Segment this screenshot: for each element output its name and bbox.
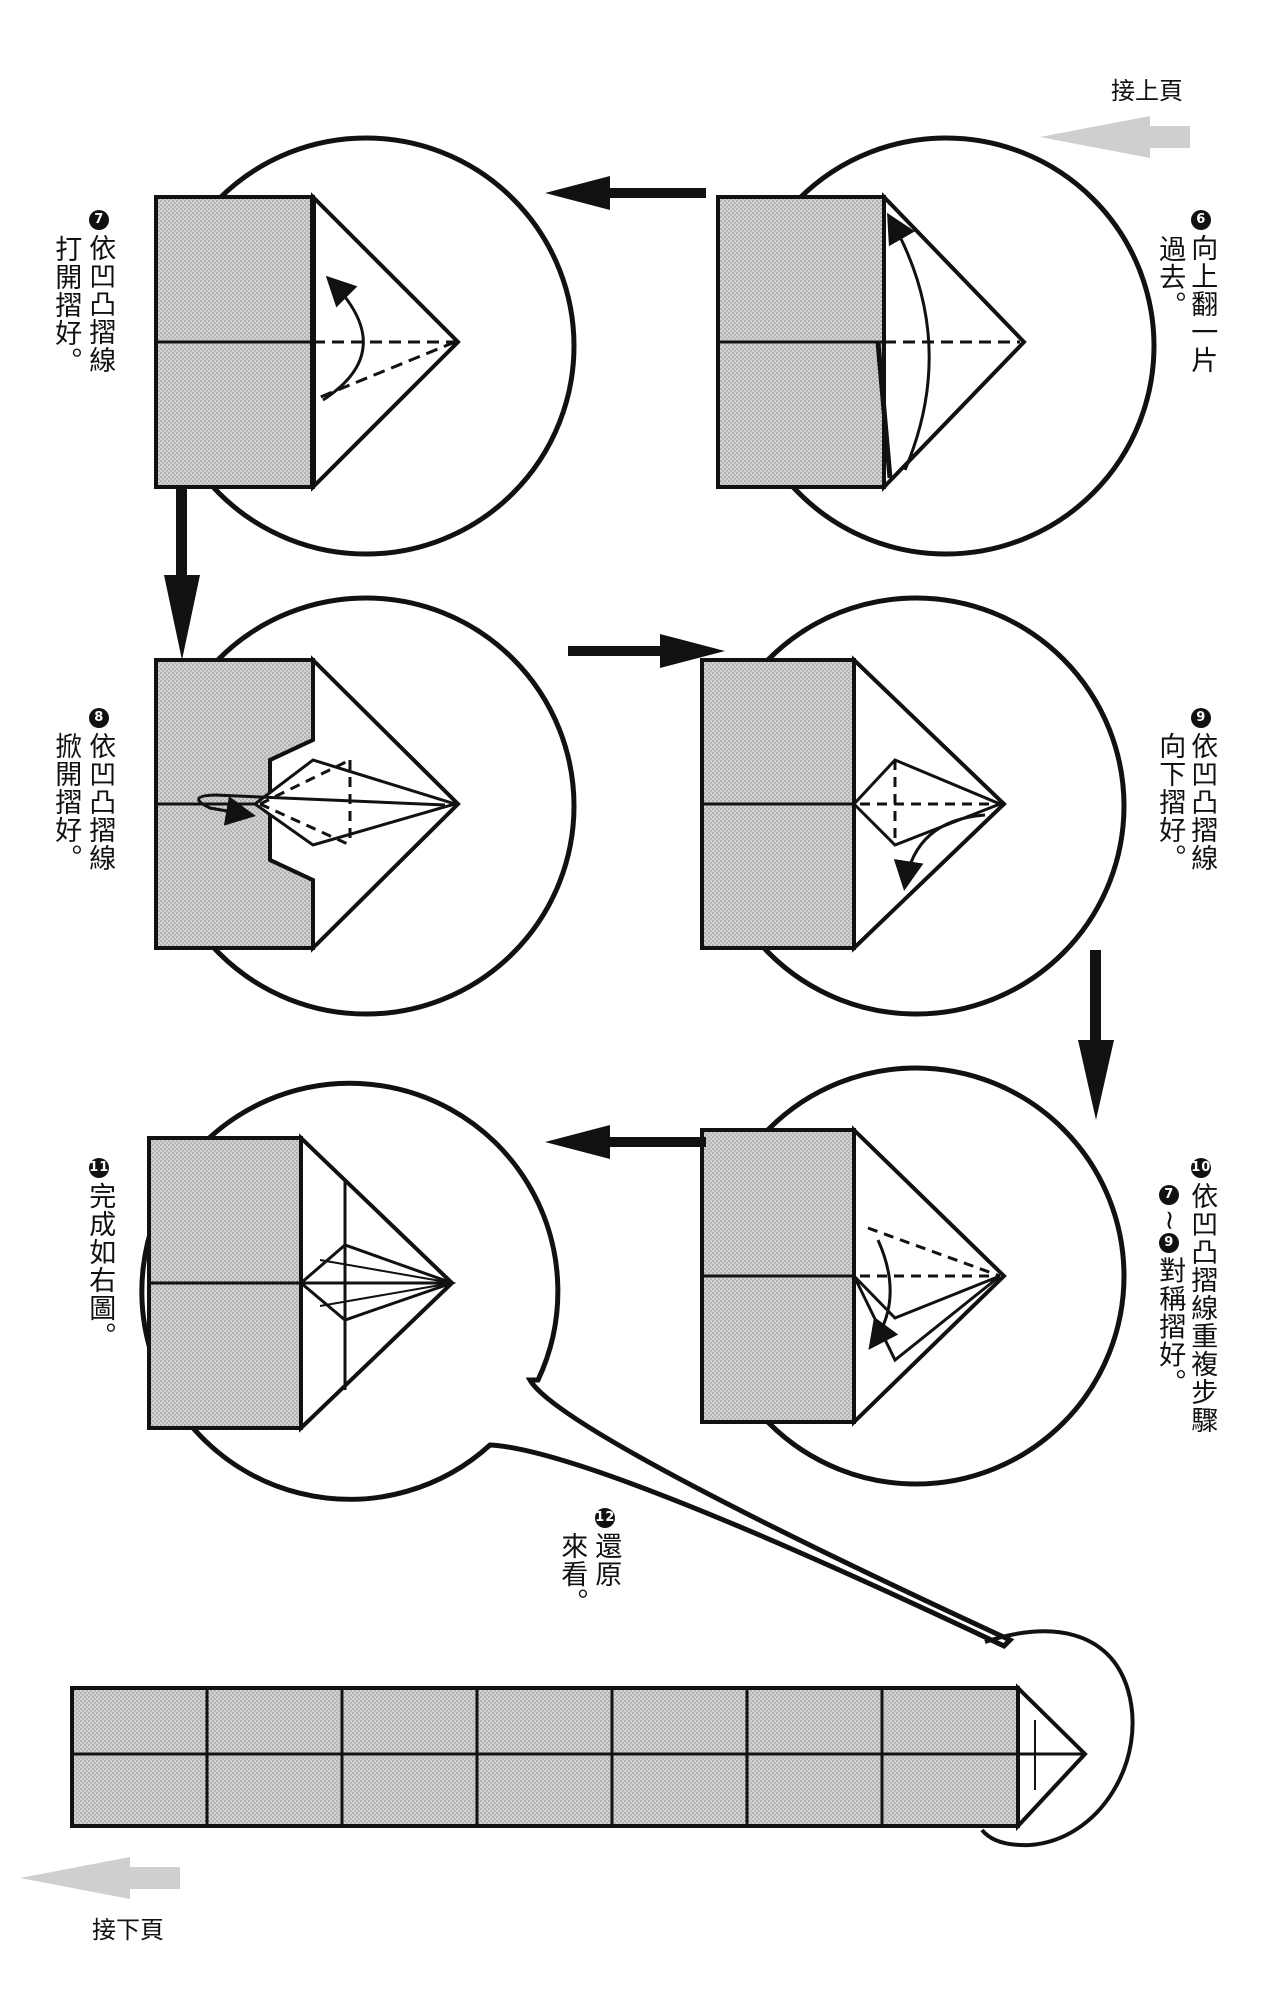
- continued-from-label: 接上頁: [1111, 77, 1183, 105]
- continued-from-arrow-icon: [1040, 116, 1190, 158]
- step-7-text-line2: 打開摺好。: [50, 235, 82, 375]
- continued-to-label: 接下頁: [92, 1916, 164, 1944]
- step-9-text-line2: 向下摺好。: [1154, 732, 1186, 872]
- step-7-number-badge: 7: [89, 210, 110, 230]
- flow-arrow-left-icon: [545, 1125, 706, 1159]
- step-9-text-line1: 9依凹凸摺線: [1186, 708, 1218, 872]
- step-10-diagram: [700, 1065, 1127, 1487]
- step-12-text-line2: 來看。: [556, 1532, 588, 1616]
- flow-arrow-left-icon: [545, 176, 706, 210]
- step-8-text-line2: 掀開摺好。: [50, 732, 82, 872]
- step-7-diagram: [154, 135, 577, 557]
- flow-arrow-down-icon: [1078, 950, 1114, 1120]
- step-10-number-badge: 10: [1191, 1158, 1212, 1178]
- step-6-text-line2: 過去。: [1154, 235, 1186, 319]
- step-10-text-line2: 7~9對稱摺好。: [1154, 1185, 1186, 1397]
- step-ref-9-badge: 9: [1159, 1232, 1180, 1253]
- step-11-text-line1: 11完成如右圖。: [84, 1158, 116, 1350]
- step-12-diagram: [70, 1629, 1135, 1848]
- step-6-number-badge: 6: [1191, 210, 1212, 230]
- step-8-number-badge: 8: [89, 708, 110, 728]
- flow-arrow-right-icon: [568, 634, 725, 668]
- step-9-number-badge: 9: [1191, 708, 1212, 728]
- step-11-diagram: [139, 1080, 1015, 1650]
- step-9-diagram: [700, 595, 1127, 1017]
- step-7-text-line1: 7依凹凸摺線: [84, 210, 116, 374]
- step-6-text-line1: 6向上翻一片: [1186, 210, 1218, 374]
- continued-to-arrow-icon: [20, 1857, 180, 1899]
- step-12-number-badge: 12: [595, 1508, 616, 1528]
- step-10-text-line1: 10依凹凸摺線重複步驟: [1186, 1158, 1218, 1434]
- flow-arrow-down-icon: [164, 485, 200, 660]
- step-6-diagram: [716, 135, 1157, 557]
- step-11-number-badge: 11: [89, 1158, 110, 1178]
- step-12-text-line1: 12還原: [590, 1508, 622, 1588]
- step-8-diagram: [154, 595, 577, 1017]
- step-8-text-line1: 8依凹凸摺線: [84, 708, 116, 872]
- step-ref-7-badge: 7: [1159, 1185, 1180, 1205]
